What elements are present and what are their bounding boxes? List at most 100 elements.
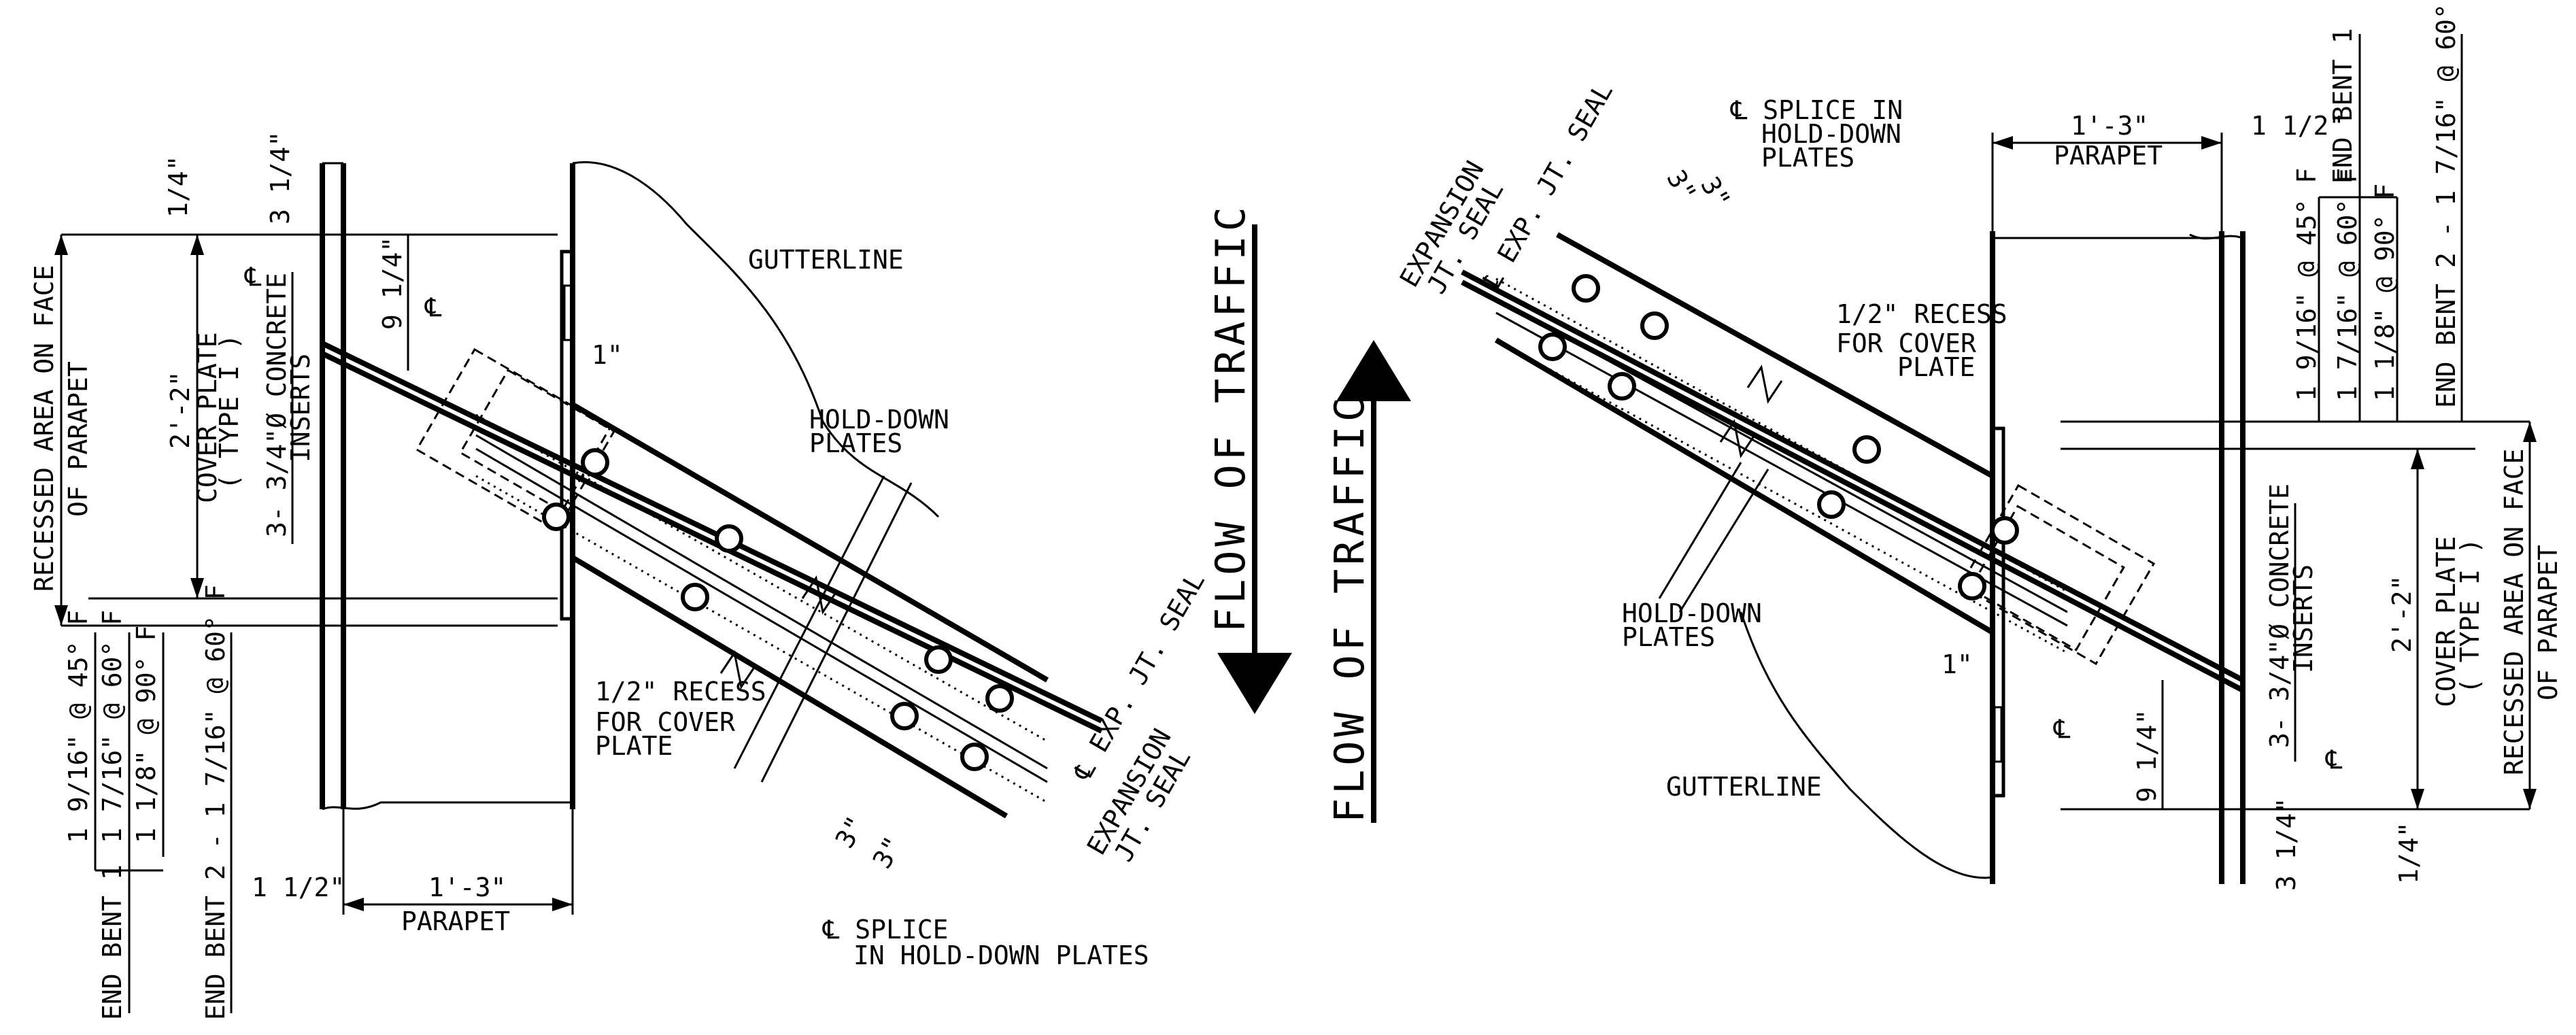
- right-splice-label-1: ℄ SPLICE IN: [1730, 95, 1903, 125]
- right-cl-label-2: ℄: [2053, 714, 2071, 744]
- right-arrowhead: [2411, 789, 2424, 809]
- left-plate-edge-upper: [571, 402, 1049, 683]
- left-recess-label-3: PLATE: [595, 731, 673, 761]
- left-three-b-label: 3": [867, 832, 909, 874]
- left-splice-label-1: ℄ SPLICE: [822, 915, 949, 945]
- left-angle-45-label: 1 9/16" @ 45° F: [63, 610, 93, 843]
- right-plate-edge-lower: [1494, 337, 1995, 635]
- right-inserts-label-1: 3- 3/4"Ø CONCRETE: [2265, 483, 2294, 748]
- right-quarter-label: 1/4": [2394, 821, 2424, 884]
- left-parapet-dim-label: 1'-3": [428, 872, 506, 902]
- left-dashed-plate-outline-2: [459, 369, 615, 515]
- right-dashed-plate-outline-2: [1969, 505, 2125, 651]
- left-three-a-label: 3": [830, 811, 871, 853]
- right-angle-90-label: 1 1/8" @ 90° F: [2370, 184, 2400, 401]
- flow-down-label: FLOW OF TRAFFIC: [1207, 203, 1255, 632]
- left-inserts-label-2: INSERTS: [286, 354, 316, 462]
- right-splice-label-2: HOLD-DOWN: [1761, 119, 1901, 149]
- left-recessed-area-label-2: OF PARAPET: [63, 361, 93, 517]
- left-three-quarter-label: 3 1/4": [265, 131, 295, 224]
- right-angle-60-label: 1 7/16" @ 60° F: [2333, 168, 2362, 401]
- right-three-b-label: 3": [1695, 172, 1736, 214]
- left-recess-label-2: FOR COVER: [595, 707, 735, 737]
- right-arrowhead: [2523, 789, 2537, 809]
- left-bolt: [985, 684, 1014, 713]
- right-bolt: [1538, 333, 1567, 361]
- right-recessed-area-label-1: RECESSED AREA ON FACE: [2499, 449, 2529, 775]
- right-seal-break-1: [1746, 364, 1783, 404]
- right-bolt: [1608, 372, 1636, 401]
- left-dashed-plate-outline: [415, 347, 612, 530]
- flow-of-traffic-arrows: FLOW OF TRAFFIC FLOW OF TRAFFIC: [1207, 203, 1411, 823]
- right-hold-down-label-2: PLATES: [1622, 622, 1715, 652]
- right-one-inch-label: 1": [1942, 649, 1973, 679]
- left-splice-label-2: IN HOLD-DOWN PLATES: [853, 940, 1149, 970]
- right-recess-label-2: FOR COVER: [1836, 328, 1976, 358]
- right-arrowhead: [2201, 136, 2222, 150]
- right-detail: RECESSED AREA ON FACE OF PARAPET 2'-2" C…: [1394, 0, 2563, 891]
- right-gutterline-label: GUTTERLINE: [1666, 772, 1822, 802]
- left-hold-down-label-2: PLATES: [809, 428, 902, 458]
- right-joint-line-2: [1461, 279, 2244, 693]
- left-inserts-label-1: 3- 3/4"Ø CONCRETE: [262, 273, 292, 537]
- right-dotted-line-b: [1495, 339, 2068, 654]
- right-parapet-dim-label: 1'-3": [2071, 111, 2148, 141]
- left-seal-line-b: [475, 447, 1048, 783]
- left-ninequarter-label: 9 1/4": [377, 237, 407, 330]
- left-arrowhead: [54, 235, 68, 255]
- right-end-bent-1-label: END BENT 1: [2328, 28, 2358, 184]
- right-splice-label-3: PLATES: [1761, 143, 1854, 173]
- right-one-half-label: 1 1/2": [2251, 111, 2344, 141]
- left-arrowhead: [343, 898, 364, 911]
- left-arrowhead: [54, 605, 68, 626]
- left-joint-line-1: [321, 341, 1103, 724]
- left-dotted-line-b: [475, 475, 1048, 804]
- right-recess-label-1: 1/2" RECESS: [1836, 299, 2007, 329]
- right-cover-plate-inner: [1993, 706, 2003, 763]
- right-top-break-line: [1993, 233, 2243, 240]
- right-joint-line-1: [1461, 269, 2244, 683]
- right-bolt: [1817, 490, 1846, 519]
- left-dotted-line-a: [475, 413, 1048, 743]
- right-angle-45-label: 1 9/16" @ 45° F: [2292, 168, 2322, 401]
- right-plate-edge-upper: [1556, 232, 1994, 479]
- right-parapet-label: PARAPET: [2054, 141, 2163, 171]
- right-end-bent-2-label: END BENT 2 - 1 7/16" @ 60° F: [2431, 0, 2461, 408]
- left-cl-label: ℄: [244, 262, 262, 292]
- left-seal-break-2: [719, 650, 756, 690]
- right-cover-plate-label-2: ( TYPE I ): [2455, 538, 2485, 694]
- left-seal-break-1: [801, 575, 838, 615]
- left-end-bent-1-label: END BENT 1: [97, 864, 127, 1020]
- left-cover-plate-label-1: COVER PLATE: [192, 332, 222, 503]
- left-seal-line-a: [475, 434, 1048, 770]
- left-angle-90-label: 1 1/8" @ 90° F: [131, 626, 161, 843]
- left-end-bent-2-label: END BENT 2 - 1 7/16" @ 60° F: [201, 584, 231, 1020]
- left-gutterline-label: GUTTERLINE: [748, 245, 904, 275]
- left-bolt: [890, 702, 919, 730]
- right-arrowhead: [1993, 136, 2013, 150]
- left-plate-edge-lower: [571, 555, 1009, 819]
- left-arrowhead: [190, 235, 204, 255]
- left-one-inch-label: 1": [592, 340, 623, 370]
- left-splice-line-2: [760, 482, 913, 783]
- left-top-break-line: [322, 161, 940, 518]
- right-cl-label: ℄: [2325, 745, 2343, 775]
- left-recessed-area-label-1: RECESSED AREA ON FACE: [29, 265, 59, 592]
- right-bottom-break-line: [1740, 611, 1993, 879]
- left-arrowhead: [190, 578, 204, 598]
- right-cover-dim-label: 2'-2": [2387, 575, 2417, 653]
- right-bolt: [1990, 516, 2019, 545]
- left-bolt: [542, 503, 571, 531]
- left-cover-dim-label: 2'-2": [165, 371, 195, 449]
- left-joint-assembly: [321, 341, 1103, 819]
- right-ninequarter-label: 9 1/4": [2132, 709, 2162, 802]
- left-bolt: [960, 743, 989, 771]
- right-inserts-label-2: INSERTS: [2288, 564, 2318, 673]
- right-recess-label-3: PLATE: [1897, 352, 1975, 382]
- left-detail: RECESSED AREA ON FACE OF PARAPET 2'-2" C…: [29, 131, 1210, 1020]
- left-bolt: [715, 524, 743, 553]
- right-three-quarter-label: 3 1/4": [2271, 798, 2301, 891]
- left-bolt: [681, 583, 709, 611]
- right-bolt: [1572, 274, 1600, 303]
